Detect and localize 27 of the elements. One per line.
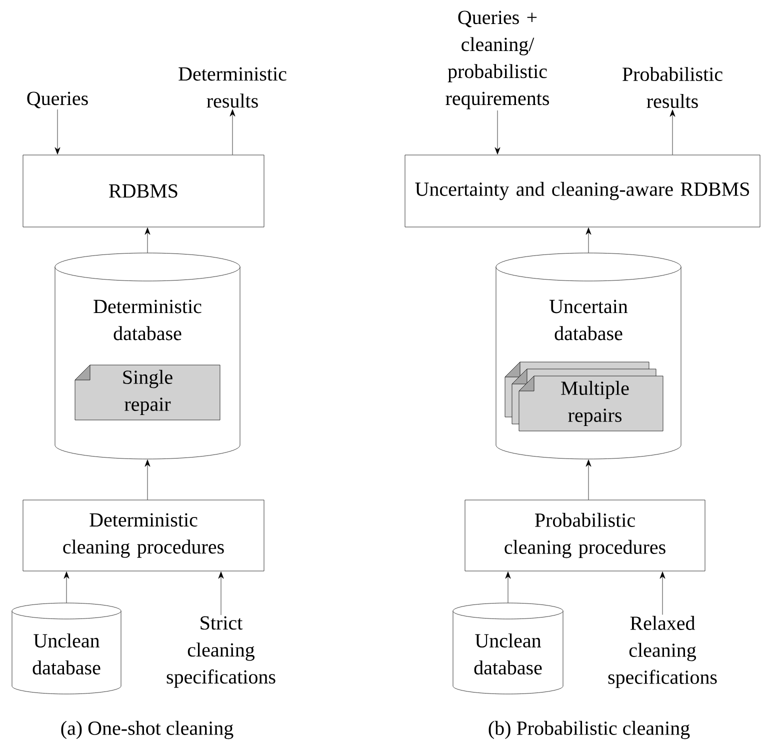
arrow bbox=[230, 109, 236, 155]
arrow bbox=[505, 572, 511, 603]
process-box: RDBMS bbox=[22, 154, 264, 228]
arrow bbox=[64, 572, 70, 603]
node-label: Queries bbox=[27, 92, 88, 108]
arrow bbox=[586, 228, 592, 253]
node-label: Queries + cleaning/ probabilistic requirements bbox=[446, 10, 549, 110]
node-label: Deterministic results bbox=[178, 67, 286, 108]
node-label: Probabilistic results bbox=[622, 66, 722, 108]
database-cylinder: Unclean database bbox=[452, 602, 564, 694]
node-label: Relaxed cleaning specifications bbox=[608, 616, 717, 688]
arrow bbox=[144, 228, 150, 253]
arrow bbox=[670, 110, 676, 155]
caption: (a) One-shot cleaning bbox=[61, 720, 234, 740]
arrow bbox=[218, 572, 224, 616]
arrow bbox=[586, 460, 592, 500]
process-box: Uncertainty and cleaning-aware RDBMS bbox=[404, 154, 760, 228]
arrow bbox=[54, 109, 60, 154]
caption: (b) Probabilistic cleaning bbox=[488, 720, 690, 740]
process-box: Probabilistic cleaning procedures bbox=[464, 500, 706, 572]
arrow bbox=[144, 460, 150, 500]
arrow bbox=[494, 110, 500, 154]
database-cylinder: Unclean database bbox=[12, 602, 122, 694]
arrow bbox=[660, 572, 666, 615]
document-stack: Multiple repairs bbox=[504, 362, 664, 432]
node-label: Strict cleaning specifications bbox=[166, 616, 276, 688]
process-box: Deterministic cleaning procedures bbox=[22, 500, 264, 572]
